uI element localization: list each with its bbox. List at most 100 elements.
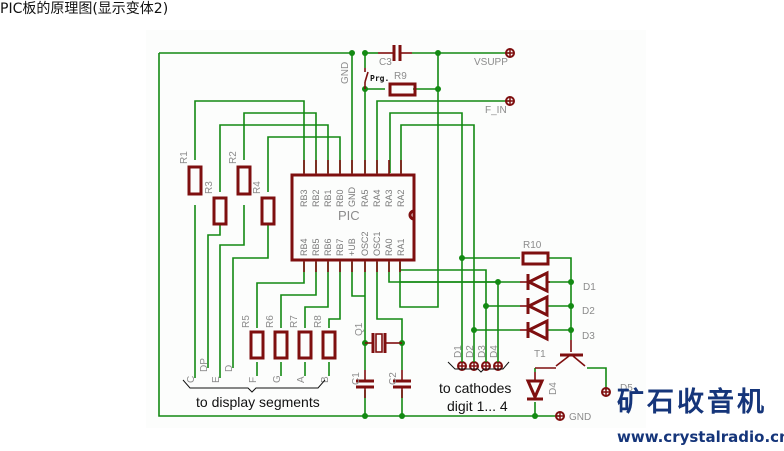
watermark-url: www.crystalradio.cn — [617, 428, 784, 446]
vsupp-terminal — [505, 48, 515, 58]
junction — [435, 50, 441, 56]
gnd-wire — [158, 53, 535, 417]
junction-dots — [349, 50, 574, 419]
ic-pin-label: RA4 — [372, 189, 382, 207]
junction — [362, 413, 368, 419]
r8-label: R8 — [313, 315, 324, 328]
d5-label: D5 — [620, 383, 633, 394]
ub-wire — [351, 262, 365, 297]
d4-label: D4 — [548, 382, 559, 395]
cathodes-brace — [447, 361, 510, 373]
gnd-terminal — [555, 411, 565, 421]
f-in-label: F_IN — [485, 105, 507, 116]
capacitors: C3 C1 C2 — [351, 45, 412, 398]
ic-pin-label: RB5 — [311, 238, 321, 256]
ic-pin-label: GND — [347, 187, 357, 208]
rb7-wire — [328, 262, 341, 328]
d2-label: D2 — [582, 306, 595, 317]
r1-label: R1 — [179, 151, 190, 164]
gnd-top-label: GND — [340, 62, 351, 84]
resistor-r4 — [260, 196, 276, 226]
r2-label: R2 — [228, 151, 239, 164]
ic-pin-label: OSC1 — [372, 231, 382, 256]
vsupp-down-wire — [399, 53, 439, 308]
cathode-label: D1 — [453, 345, 464, 358]
d3-label: D3 — [582, 331, 595, 342]
ic-pin-label: OSC2 — [360, 231, 370, 256]
t1-collector — [587, 367, 607, 390]
rb0-wire — [267, 136, 341, 192]
watermark-logo: 矿石收音机 www.crystalradio.cn — [617, 388, 784, 447]
rb2-wire — [243, 112, 317, 173]
r9-label: R9 — [394, 71, 407, 82]
r5-label: R5 — [241, 315, 252, 328]
ra2-wire — [400, 124, 475, 330]
resistor-r7 — [297, 330, 313, 360]
segment-label: DP — [199, 358, 210, 372]
ic-pin-label: RA3 — [384, 189, 394, 207]
r3-out-wire — [207, 225, 221, 368]
d1-label: D1 — [583, 282, 596, 293]
resistor-r2 — [236, 165, 252, 196]
ic-pin-label: RB4 — [299, 238, 309, 256]
resistor-r8 — [321, 330, 337, 360]
cathodes-caption-line1: to cathodes — [439, 380, 511, 396]
junction — [349, 50, 355, 56]
junction — [362, 50, 368, 56]
c3-label: C3 — [379, 57, 392, 68]
ic-pin-label: RA0 — [384, 238, 394, 256]
prg-switch[interactable]: Prg. — [364, 68, 389, 89]
junction — [459, 255, 465, 261]
resistor-r6 — [273, 330, 289, 360]
r4-label: R4 — [252, 181, 263, 194]
f-in-wire — [376, 100, 510, 173]
ic-pin-label: +UB — [347, 238, 357, 256]
ic-pin-label: RA1 — [396, 238, 406, 256]
junction — [399, 413, 405, 419]
ic-pin-label: RB3 — [299, 189, 309, 207]
vsupp-label: VSUPP — [474, 57, 508, 68]
ic-pin-label: RA5 — [360, 189, 370, 207]
resistor-r9 — [388, 82, 417, 97]
cathode-label: D4 — [489, 345, 500, 358]
page-title: PIC板的原理图(显示变体2) — [0, 1, 169, 17]
segment-label: D — [224, 365, 235, 372]
ic-name: PIC — [338, 208, 360, 223]
resistor-r5 — [249, 330, 265, 360]
ic-pin-label: RB2 — [311, 189, 321, 207]
junction — [568, 303, 574, 309]
terminals — [457, 48, 611, 421]
wires — [158, 52, 607, 417]
transistor-t1: T1 — [534, 340, 586, 369]
cathodes-caption-line2: digit 1... 4 — [447, 398, 508, 414]
diode-d1 — [520, 270, 550, 294]
segments-caption: to display segments — [196, 394, 320, 410]
crystal-q1: Q1 — [354, 322, 402, 353]
diodes: D1 D2 D3 D4 — [520, 270, 596, 401]
junction — [483, 303, 489, 309]
segment-label: E — [211, 376, 222, 383]
diode-d4: D4 — [525, 372, 559, 401]
f-in-terminal — [505, 96, 515, 106]
resistor-r3 — [212, 196, 228, 226]
diode-d3 — [520, 318, 549, 342]
t1-label: T1 — [534, 349, 546, 360]
segment-label: A — [296, 376, 307, 383]
rb4-wire — [256, 262, 305, 328]
junction — [568, 279, 574, 285]
resistors: R1 R2 R3 R4 R5 R6 R7 R8 R9 R10 — [179, 71, 550, 360]
ic-pin-label: RB1 — [323, 189, 333, 207]
r7-label: R7 — [289, 315, 300, 328]
ic-pin-label: RA2 — [396, 189, 406, 207]
rb5-wire — [280, 262, 317, 328]
diode-d2 — [520, 294, 549, 318]
junction — [568, 327, 574, 333]
r2-out-wire — [219, 205, 245, 378]
resistor-r10 — [521, 251, 550, 266]
junction — [435, 86, 441, 92]
c1-label: C1 — [351, 372, 362, 385]
segments-brace — [182, 379, 326, 393]
ra0-wire — [388, 262, 499, 330]
